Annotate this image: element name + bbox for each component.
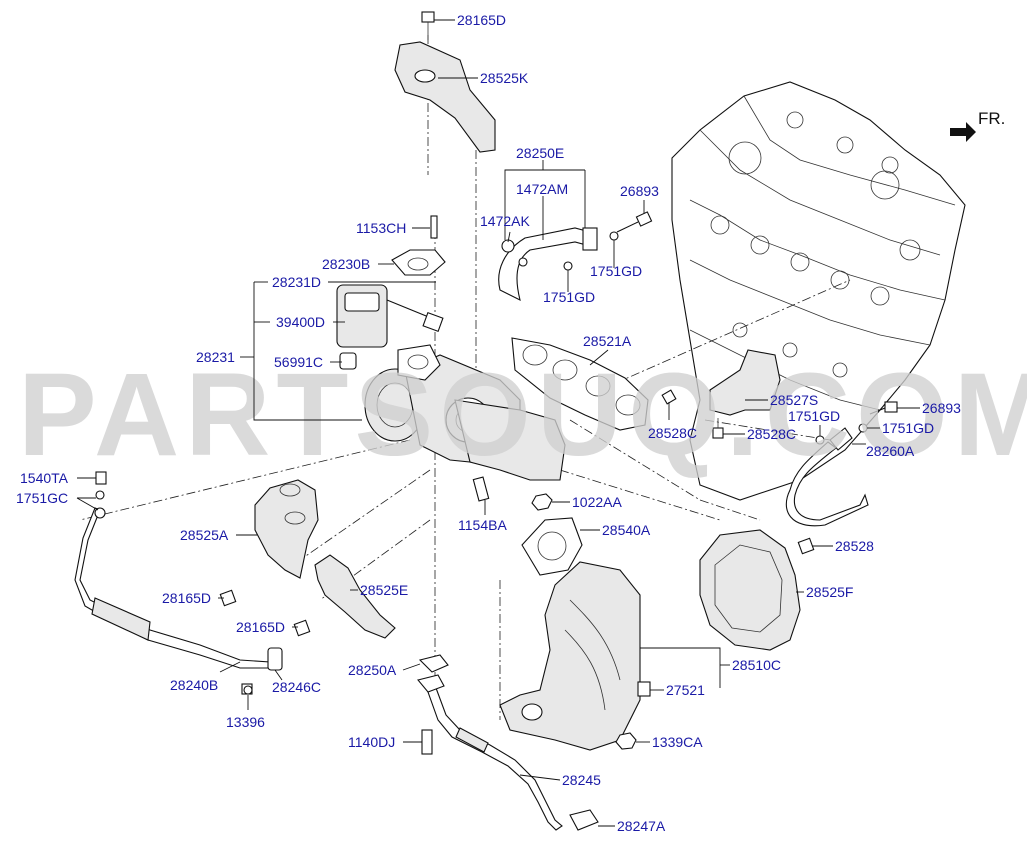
callout-27521[interactable]: 27521 xyxy=(666,682,705,698)
callout-28521a[interactable]: 28521A xyxy=(583,333,632,349)
callout-28540a[interactable]: 28540A xyxy=(602,522,651,538)
callout-26893-top[interactable]: 26893 xyxy=(620,183,659,199)
callout-39400d[interactable]: 39400D xyxy=(276,314,325,330)
watermark: PARTSOUQ.COM xyxy=(18,349,1027,481)
callout-28165d-mid[interactable]: 28165D xyxy=(236,619,285,635)
callout-28240b[interactable]: 28240B xyxy=(170,677,218,693)
callout-28247a[interactable]: 28247A xyxy=(617,818,666,834)
callout-28165d-top[interactable]: 28165D xyxy=(457,12,506,28)
leader-lines xyxy=(76,19,920,827)
callout-28525e[interactable]: 28525E xyxy=(360,582,408,598)
callout-28250a[interactable]: 28250A xyxy=(348,662,397,678)
orientation-label: FR. xyxy=(978,109,1005,128)
callout-1751gd-c[interactable]: 1751GD xyxy=(788,408,840,424)
callout-28165d-left[interactable]: 28165D xyxy=(162,590,211,606)
callout-26893-right[interactable]: 26893 xyxy=(922,400,961,416)
callout-28231d[interactable]: 28231D xyxy=(272,274,321,290)
callout-28250e[interactable]: 28250E xyxy=(516,145,564,161)
front-arrow-icon xyxy=(950,122,976,142)
callout-28525a[interactable]: 28525A xyxy=(180,527,229,543)
callout-1339ca[interactable]: 1339CA xyxy=(652,734,703,750)
callout-1154ba[interactable]: 1154BA xyxy=(458,517,507,533)
callout-28528c-b[interactable]: 28528C xyxy=(747,426,796,442)
callout-28245[interactable]: 28245 xyxy=(562,772,601,788)
callout-1153ch[interactable]: 1153CH xyxy=(356,220,406,236)
callout-1751gc[interactable]: 1751GC xyxy=(16,490,68,506)
callout-28525f[interactable]: 28525F xyxy=(806,584,853,600)
callout-28510c[interactable]: 28510C xyxy=(732,657,781,673)
callout-1751gd-d[interactable]: 1751GD xyxy=(882,420,934,436)
callout-13396[interactable]: 13396 xyxy=(226,714,265,730)
callout-28246c[interactable]: 28246C xyxy=(272,679,321,695)
callout-56991c[interactable]: 56991C xyxy=(274,354,323,370)
callout-28231[interactable]: 28231 xyxy=(196,349,235,365)
callout-28527s[interactable]: 28527S xyxy=(770,392,818,408)
callout-1022aa[interactable]: 1022AA xyxy=(572,494,622,510)
callout-1472am[interactable]: 1472AM xyxy=(516,181,568,197)
callout-28528[interactable]: 28528 xyxy=(835,538,874,554)
callout-1751gd-b[interactable]: 1751GD xyxy=(543,289,595,305)
callout-1751gd-a[interactable]: 1751GD xyxy=(590,263,642,279)
callout-labels: 28165D 28525K 28250E 1472AM 26893 1472AK… xyxy=(16,12,961,834)
front-direction-indicator: FR. xyxy=(950,109,1005,142)
callout-28260a[interactable]: 28260A xyxy=(866,443,915,459)
part-illustrations xyxy=(74,11,898,831)
callout-28525k[interactable]: 28525K xyxy=(480,70,529,86)
callout-1140dj[interactable]: 1140DJ xyxy=(348,734,395,750)
callout-1540ta[interactable]: 1540TA xyxy=(20,470,69,486)
callout-1472ak[interactable]: 1472AK xyxy=(480,213,530,229)
callout-28528c-a[interactable]: 28528C xyxy=(648,425,697,441)
callout-28230b[interactable]: 28230B xyxy=(322,256,370,272)
